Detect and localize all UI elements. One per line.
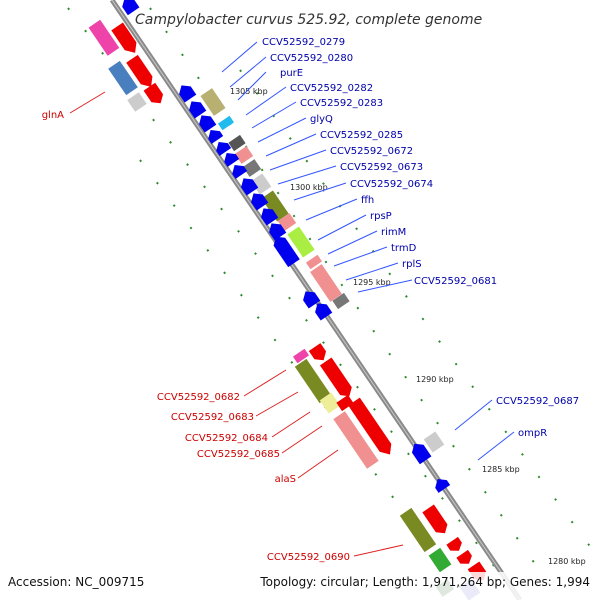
reverse-genes (122, 0, 451, 493)
gene-arrow (179, 85, 197, 103)
kbp-label: 1300 kbp (290, 183, 328, 192)
footer-band (0, 572, 600, 600)
gene-label: CCV52592_0279 (262, 37, 345, 48)
gene-block (399, 507, 437, 553)
gene-block (261, 190, 289, 222)
gene-block (200, 88, 226, 116)
forward-leaders (69, 91, 404, 557)
gene-block (250, 173, 272, 195)
gene-label: CCV52592_0283 (300, 98, 383, 109)
gene-label: CCV52592_0280 (270, 53, 353, 64)
gene-arrow (199, 115, 217, 133)
gene-block (305, 254, 323, 270)
gene-label: CCV52592_0682 (157, 392, 240, 403)
gene-label: rplS (402, 259, 422, 270)
forward-gene-labels: glnA CCV52592_0682 CCV52592_0683 CCV5259… (42, 110, 350, 563)
gene-arrow (208, 130, 224, 144)
gene-arrow (315, 303, 333, 321)
gene-block (319, 392, 341, 414)
gene-arrow (269, 223, 287, 241)
gene-block (428, 547, 452, 573)
gene-arrow (273, 236, 300, 268)
gene-arrow (126, 54, 153, 87)
gene-block (234, 146, 254, 164)
kbp-label: 1285 kbp (482, 465, 520, 474)
gene-block (294, 358, 332, 404)
gene-block (277, 213, 297, 231)
gene-block (108, 60, 138, 96)
gene-label: CCV52592_0673 (340, 162, 423, 173)
gene-label: rpsP (370, 211, 392, 222)
gene-block (228, 134, 246, 152)
gene-arrow (111, 22, 137, 53)
gene-arrow (435, 479, 451, 493)
gene-block (242, 159, 262, 177)
gene-label: ffh (361, 195, 374, 206)
gene-arrow (224, 153, 240, 167)
gene-arrow (308, 343, 327, 361)
kbp-label: 1295 kbp (353, 278, 391, 287)
gene-label: CCV52592_0684 (185, 433, 268, 444)
gene-label: purE (280, 68, 303, 79)
gene-block (217, 115, 235, 131)
gene-arrow (216, 142, 232, 156)
gene-label: CCV52592_0683 (171, 412, 254, 423)
forward-genes (88, 19, 487, 600)
genome-summary: Topology: circular; Length: 1,971,264 bp… (259, 575, 590, 589)
gene-arrow (143, 82, 164, 104)
gene-block (287, 226, 315, 258)
kbp-label: 1290 kbp (416, 375, 454, 384)
gene-label: glnA (42, 110, 64, 121)
gene-arrow (456, 549, 472, 564)
gene-label: CCV52592_0672 (330, 146, 413, 157)
gene-arrow (446, 536, 462, 551)
gene-label: CCV52592_0685 (197, 449, 280, 460)
gene-arrow (189, 101, 207, 119)
reverse-gene-labels: CCV52592_0279 CCV52592_0280 purE CCV5259… (262, 37, 579, 439)
gene-arrow (261, 208, 279, 226)
gene-block (310, 264, 342, 302)
gene-label: CCV52592_0681 (414, 276, 497, 287)
gene-arrow (251, 193, 269, 211)
gene-arrow (319, 357, 352, 397)
gene-label: CCV52592_0674 (350, 179, 433, 190)
gene-label: glyQ (310, 114, 333, 125)
gene-label: CCV52592_0687 (496, 396, 579, 407)
gene-arrow (303, 291, 321, 309)
gene-arrow (232, 165, 248, 179)
gene-arrow (348, 397, 392, 455)
gene-label: CCV52592_0282 (290, 83, 373, 94)
gene-label: alaS (275, 474, 296, 485)
kbp-label: 1280 kbp (548, 557, 586, 566)
gene-block (127, 92, 147, 112)
gene-label: CCV52592_0690 (267, 552, 350, 563)
reverse-leaders (221, 41, 515, 461)
gene-arrow (422, 504, 448, 534)
gene-arrow (122, 0, 140, 16)
kbp-label: 1305 kbp (230, 87, 268, 96)
gene-block (423, 431, 445, 453)
gene-label: ompR (518, 428, 547, 439)
gene-label: trmD (391, 243, 417, 254)
gene-block (292, 348, 310, 364)
gene-label: CCV52592_0285 (320, 130, 403, 141)
accession-text: Accession: NC_009715 (8, 575, 144, 589)
gene-arrow (241, 178, 259, 196)
gene-block (336, 394, 354, 412)
gene-block (333, 411, 379, 469)
gene-block (88, 19, 120, 56)
map-title: Campylobacter curvus 525.92, complete ge… (135, 12, 482, 28)
kbp-ticks: 1305 kbp 1300 kbp 1295 kbp 1290 kbp 1285… (230, 87, 586, 566)
gene-label: rimM (381, 227, 406, 238)
gene-block (332, 292, 350, 310)
gene-arrow (411, 443, 432, 465)
